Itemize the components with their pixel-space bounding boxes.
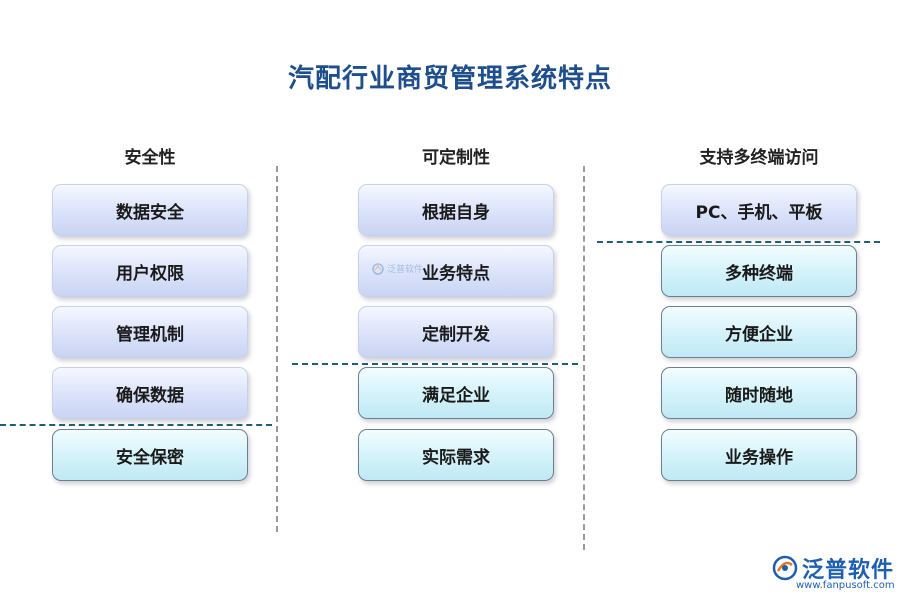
feature-box: 随时随地 (661, 367, 857, 419)
feature-box: 数据安全 (52, 184, 248, 236)
feature-box: 多种终端 (661, 245, 857, 297)
feature-box: 用户权限 (52, 245, 248, 297)
brand-url: www.fanpusoft.com (796, 580, 895, 591)
brand-logo: 泛普软件 (772, 552, 894, 584)
feature-box: 根据自身 (358, 184, 554, 236)
watermark-text: 泛普软件 (387, 265, 424, 275)
watermark: 泛普软件 (372, 262, 423, 275)
brand-name: 泛普软件 (802, 558, 895, 583)
column-heading-multi-terminal: 支持多终端访问 (699, 148, 819, 168)
feature-box: 管理机制 (52, 306, 248, 358)
feature-box: 实际需求 (358, 429, 554, 481)
column-heading-security: 安全性 (124, 148, 176, 168)
feature-box: 定制开发 (358, 306, 554, 358)
column-separator (276, 166, 278, 532)
column-heading-customization: 可定制性 (422, 148, 490, 168)
section-divider (0, 424, 272, 426)
section-divider (292, 363, 578, 365)
feature-box: 业务操作 (661, 429, 857, 481)
diagram-title: 汽配行业商贸管理系统特点 (287, 64, 612, 94)
feature-box: PC、手机、平板 (661, 184, 857, 236)
feature-box: 安全保密 (52, 429, 248, 481)
watermark-logo-icon (372, 262, 384, 275)
feature-box: 满足企业 (358, 367, 554, 419)
brand-logo-icon (772, 555, 798, 581)
section-divider (597, 241, 880, 243)
feature-box: 业务特点 (358, 245, 554, 297)
feature-box: 确保数据 (52, 367, 248, 419)
feature-box: 方便企业 (661, 306, 857, 358)
column-separator (583, 166, 585, 550)
